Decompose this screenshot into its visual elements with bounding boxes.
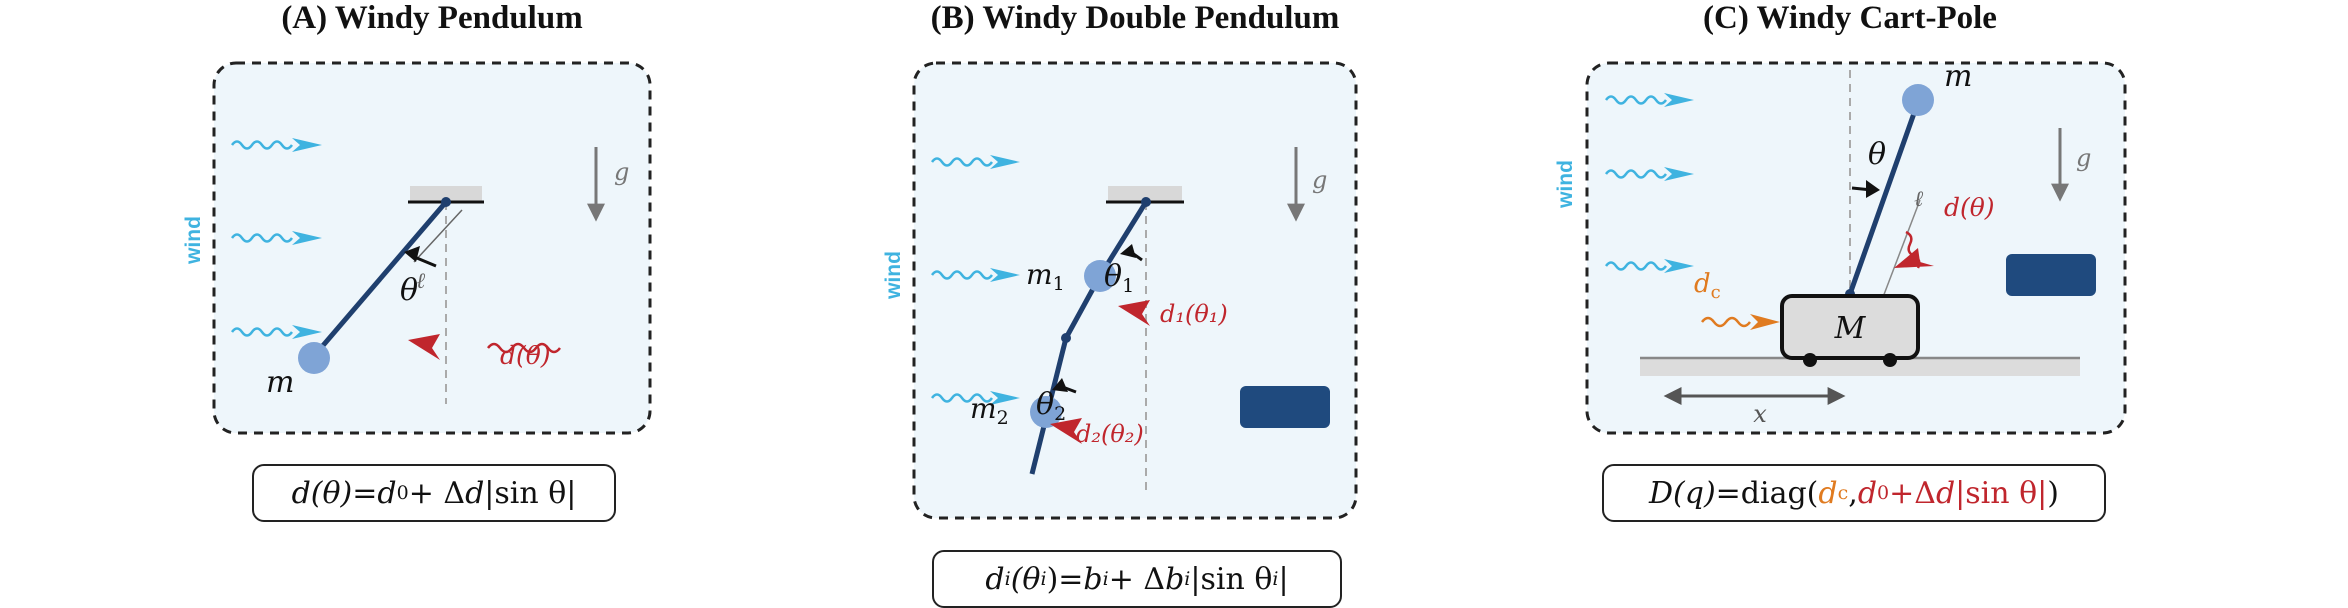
cart-body (1780, 294, 1920, 360)
disturbance-2-arrowhead (1050, 418, 1082, 444)
pendulum-bob (298, 342, 330, 374)
panel-a-title: (A) Windy Pendulum (281, 0, 583, 36)
wind-arrowheads (990, 155, 1020, 405)
angle-label: θ (400, 273, 418, 308)
pole-bob (1902, 84, 1934, 116)
wind-label: wind (182, 216, 205, 265)
length-label: ℓ (1914, 187, 1924, 212)
mass-2-label: m2 (970, 392, 1009, 429)
obstacle-block (1240, 386, 1330, 428)
panel-b-frame (912, 61, 1358, 520)
gravity-label: g (2076, 144, 2091, 172)
disturbance-1-arrowhead (1118, 300, 1150, 326)
wind-label: wind (882, 251, 905, 300)
mass-1-label: m1 (1026, 258, 1065, 295)
gravity-label: g (1312, 166, 1327, 194)
pole-rod (1847, 101, 1921, 295)
panel-c-frame (1585, 61, 2127, 435)
mass-label: m (1944, 59, 1972, 94)
bob-2 (1030, 396, 1062, 428)
mass-label: m (266, 365, 294, 400)
bob-1 (1084, 260, 1116, 292)
disturbance-label: d(θ) (500, 341, 551, 370)
wind-arrowheads (1664, 93, 1694, 273)
panel-a-diagram: wind g ℓ m θ d(θ) (182, 61, 652, 435)
panel-a-frame (212, 61, 652, 435)
wind-arrows (1604, 95, 1668, 271)
length-label: ℓ (416, 269, 426, 294)
pendulum-rod (312, 200, 448, 358)
ground-track (1640, 358, 2080, 376)
disturbance-label: d(θ) (1944, 193, 1995, 222)
cart-disturbance-wave (1701, 316, 1751, 328)
disturbance-arrowhead (1894, 248, 1934, 268)
wind-arrows (230, 140, 294, 337)
cart-wheel-right (1883, 353, 1897, 367)
obstacle-block (2006, 254, 2096, 296)
wind-label: wind (1554, 160, 1577, 209)
middle-joint (1061, 333, 1071, 343)
wind-arrowheads (292, 138, 322, 339)
disturbance-wave (487, 342, 561, 354)
panel-c-diagram: wind g m ℓ θ d(θ) M dc (1554, 59, 2127, 435)
disturbance-2-label: d₂(θ₂) (1076, 420, 1144, 448)
panel-b-diagram: wind g m1 m2 θ1 θ2 d₁(θ₁) d₂(θ₂) (882, 61, 1358, 520)
pivot-joint (1141, 197, 1151, 207)
disturbance-1-label: d₁(θ₁) (1160, 300, 1228, 328)
theta-2-label: θ2 (1036, 387, 1066, 425)
position-label: x (1753, 400, 1767, 428)
theta-1-label: θ1 (1104, 259, 1134, 297)
disturbance-arrowhead (408, 334, 440, 360)
pivot-joint (441, 197, 451, 207)
angle-label: θ (1868, 137, 1886, 172)
cart-label: M (1834, 311, 1867, 346)
cart-disturbance-arrowhead (1750, 314, 1780, 330)
panel-c-title: (C) Windy Cart-Pole (1703, 0, 1997, 36)
length-marker (413, 209, 463, 263)
cart-disturbance-label: dc (1694, 269, 1721, 303)
cart-wheel-left (1803, 353, 1817, 367)
panel-b-title: (B) Windy Double Pendulum (930, 0, 1340, 36)
pivot-mount (1108, 186, 1182, 202)
pivot-mount (410, 186, 482, 202)
gravity-label: g (614, 158, 629, 186)
wind-arrows (930, 157, 994, 403)
